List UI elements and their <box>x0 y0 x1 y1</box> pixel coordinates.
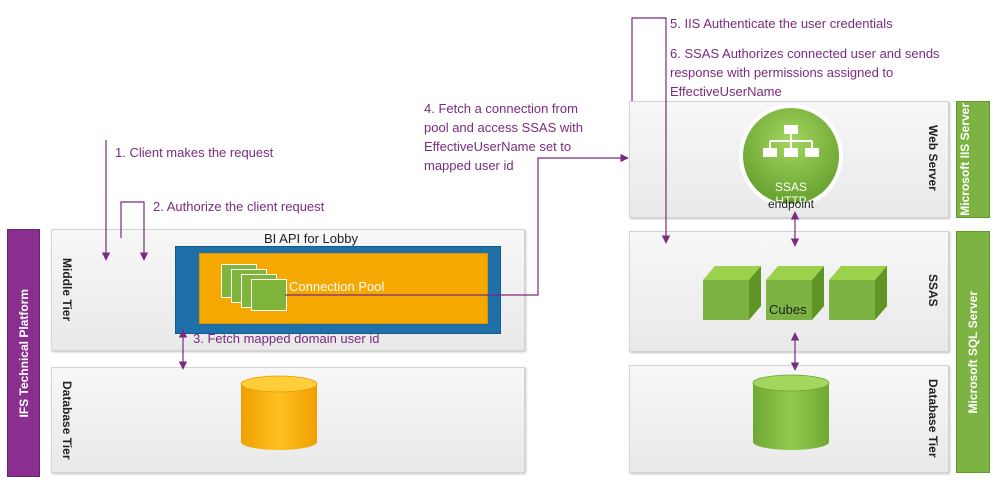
step6-text-line3: EffectiveUserName <box>670 84 782 99</box>
ssas-endpoint-label: endpoint <box>767 197 815 211</box>
left-database-icon <box>240 375 318 450</box>
right-database-icon <box>752 374 830 450</box>
web-server-label: Web Server <box>926 125 940 191</box>
step6-text-line1: 6. SSAS Authorizes connected user and se… <box>670 46 940 61</box>
cube-left-icon <box>703 266 761 320</box>
step2-text: 2. Authorize the client request <box>153 199 325 214</box>
ssas-http-label: SSAS HTTP <box>774 180 807 208</box>
step4-text-line4: mapped user id <box>424 158 514 173</box>
step2-loop <box>120 201 149 261</box>
connection-card-4 <box>251 279 287 311</box>
ssas-label: SSAS <box>926 273 940 307</box>
microsoft-iis-server-strip: Microsoft IIS Server <box>956 101 990 218</box>
step4-path <box>285 153 629 296</box>
connection-pool-label: Connection Pool <box>289 279 385 294</box>
cube-middle-icon <box>766 266 824 320</box>
ifs-technical-platform-strip: IFS Technical Platform <box>7 229 40 477</box>
cube-right-icon <box>829 266 887 320</box>
step4-text-line1: 4. Fetch a connection from <box>424 101 578 116</box>
database-tier-left-label: Database Tier <box>60 380 74 460</box>
middle-tier-label: Middle Tier <box>60 258 74 322</box>
step4-text-line2: pool and access SSAS with <box>424 120 583 135</box>
step5-path <box>631 17 671 244</box>
bi-api-title: BI API for Lobby <box>264 231 358 246</box>
microsoft-sql-server-strip: Microsoft SQL Server <box>956 231 990 473</box>
step5-text: 5. IIS Authenticate the user credentials <box>670 16 893 31</box>
step3-text: 3. Fetch mapped domain user id <box>193 331 380 346</box>
database-tier-right-label: Database Tier <box>926 378 940 458</box>
cubes-label: Cubes <box>769 302 807 317</box>
step6-text-line2: response with permissions assigned to <box>670 65 894 80</box>
step4-text-line3: EffectiveUserName set to <box>424 139 572 154</box>
step1-text: 1. Client makes the request <box>115 145 274 160</box>
ssas-http-endpoint-icon <box>739 104 843 208</box>
